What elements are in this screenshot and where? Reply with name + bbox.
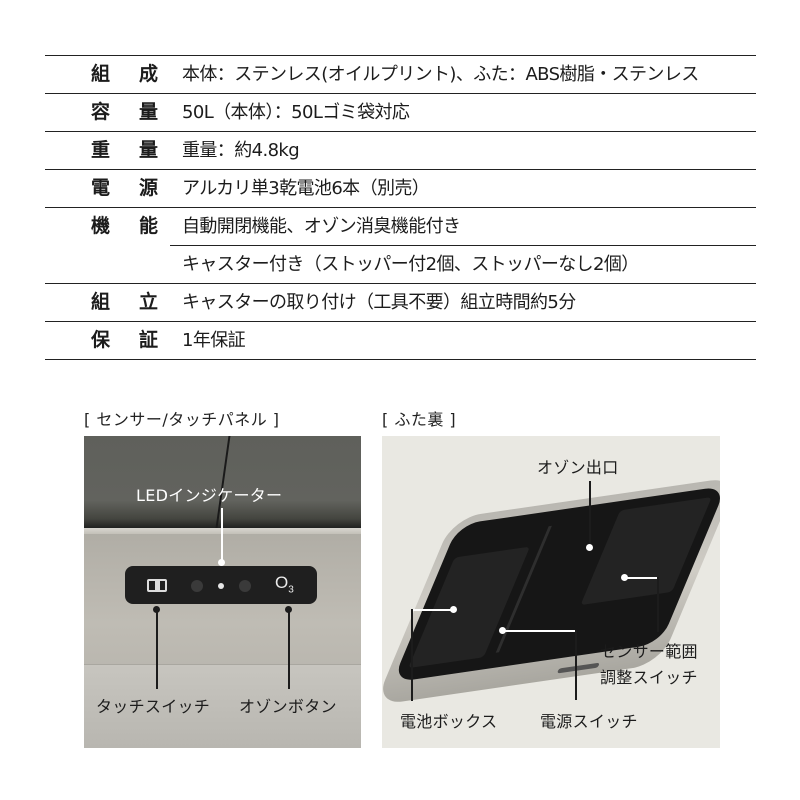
spec-value: 1年保証 <box>182 330 246 351</box>
spec-label: 保 証 <box>91 329 158 351</box>
ozone-module <box>581 496 712 605</box>
led-leader-line <box>221 508 223 562</box>
sensor-dot-icon <box>218 583 224 589</box>
battery-box-label: 電池ボックス <box>400 712 498 731</box>
power-switch-leader-h <box>504 630 576 632</box>
lid-slot <box>556 662 600 674</box>
touch-switch-label: タッチスイッチ <box>96 697 211 716</box>
spec-label: 重 量 <box>91 139 158 161</box>
power-switch-label: 電源スイッチ <box>540 712 638 731</box>
spec-value: アルカリ単3乾電池6本（別売） <box>182 178 430 199</box>
power-switch-pin <box>499 627 506 634</box>
spec-label: 容 量 <box>91 101 158 123</box>
touch-switch-icon <box>147 579 167 592</box>
sensor-range-leader-h <box>626 577 658 579</box>
spec-label: 組 成 <box>91 63 158 85</box>
spec-label: 電 源 <box>91 177 158 199</box>
sensor-range-leader-v <box>657 577 659 632</box>
sensor-panel-photo: LEDインジケーター O3 タッチスイッチ オゾンボタン <box>84 436 361 748</box>
led-indicator-label: LEDインジケーター <box>136 486 283 505</box>
caption-sensor-touch-panel: [ センサー/タッチパネル ] <box>84 410 280 429</box>
ozone-button-label: オゾンボタン <box>239 697 337 716</box>
spec-value: 50L（本体）：50Lゴミ袋対応 <box>182 102 410 123</box>
power-switch-leader-v <box>575 630 577 700</box>
spec-value: 自動開閉機能、オゾン消臭機能付き <box>182 216 461 237</box>
spec-value: キャスター付き（ストッパー付2個、ストッパーなし2個） <box>170 245 756 283</box>
spec-value: キャスターの取り付け（工具不要）組立時間約5分 <box>182 292 576 313</box>
ozone-outlet-label: オゾン出口 <box>537 458 619 477</box>
spec-row-capacity: 容 量 50L（本体）：50Lゴミ袋対応 <box>45 93 756 131</box>
led-indicator-icon <box>239 580 251 592</box>
spec-row-composition: 組 成 本体：ステンレス(オイルプリント)、ふた：ABS樹脂・ステンレス <box>45 55 756 93</box>
caption-lid-underside: [ ふた裏 ] <box>382 410 457 429</box>
led-indicator-icon <box>191 580 203 592</box>
spec-value: 重量：約4.8kg <box>182 140 300 161</box>
lid-underside-photo: オゾン出口 センサー範囲 調整スイッチ 電池ボックス 電源スイッチ <box>382 436 720 748</box>
spec-table: 組 成 本体：ステンレス(オイルプリント)、ふた：ABS樹脂・ステンレス 容 量… <box>45 55 756 360</box>
ozone-button-leader-line <box>288 609 290 689</box>
touch-switch-leader-line <box>156 609 158 689</box>
battery-box-pin <box>450 606 457 613</box>
spec-row-power: 電 源 アルカリ単3乾電池6本（別売） <box>45 169 756 207</box>
led-pin <box>218 559 225 566</box>
ozone-outlet-leader-line <box>589 481 591 546</box>
battery-box-cover <box>408 546 530 669</box>
battery-box-leader-h <box>412 609 452 611</box>
spec-row-features: 機 能 自動開閉機能、オゾン消臭機能付き キャスター付き（ストッパー付2個、スト… <box>45 207 756 283</box>
sensor-range-label-line2: 調整スイッチ <box>600 668 698 687</box>
battery-box-leader-v <box>411 609 413 701</box>
touch-panel: O3 <box>125 566 317 604</box>
ozone-button-icon: O3 <box>275 573 294 596</box>
spec-row-weight: 重 量 重量：約4.8kg <box>45 131 756 169</box>
lid-edge <box>84 528 361 534</box>
spec-label: 機 能 <box>91 215 158 237</box>
spec-row-warranty: 保 証 1年保証 <box>45 321 756 360</box>
spec-row-assembly: 組 立 キャスターの取り付け（工具不要）組立時間約5分 <box>45 283 756 321</box>
spec-label: 組 立 <box>91 291 158 313</box>
spec-value: 本体：ステンレス(オイルプリント)、ふた：ABS樹脂・ステンレス <box>182 64 699 85</box>
body-fold <box>84 664 361 748</box>
sensor-range-pin <box>621 574 628 581</box>
ozone-outlet-pin <box>586 544 593 551</box>
sensor-range-label-line1: センサー範囲 <box>600 642 698 661</box>
